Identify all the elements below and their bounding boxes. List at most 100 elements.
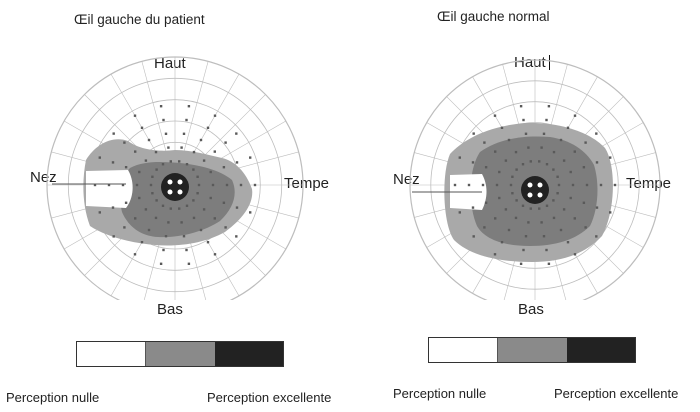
test-point xyxy=(192,199,195,202)
test-point xyxy=(192,150,196,154)
test-point xyxy=(206,241,210,244)
test-point xyxy=(111,161,115,164)
test-point xyxy=(182,235,186,238)
test-point xyxy=(584,141,587,144)
test-point xyxy=(582,201,586,204)
test-point xyxy=(253,183,257,187)
test-point xyxy=(507,228,511,232)
test-point xyxy=(180,221,183,224)
test-point xyxy=(483,226,486,229)
test-point xyxy=(573,150,576,153)
test-point xyxy=(235,206,239,209)
test-point xyxy=(180,146,183,149)
test-point xyxy=(98,211,101,214)
test-point xyxy=(149,183,153,187)
test-point xyxy=(557,183,561,187)
test-point xyxy=(123,226,126,229)
test-point xyxy=(134,150,137,153)
test-point xyxy=(522,118,525,122)
test-point xyxy=(569,170,572,174)
test-point xyxy=(124,166,128,169)
test-point xyxy=(552,150,556,154)
test-point xyxy=(222,201,226,204)
test-point xyxy=(209,196,212,200)
top-direction-label: Haut xyxy=(154,55,186,72)
temporal-direction-label: Tempe xyxy=(284,175,330,192)
text-cursor xyxy=(549,55,550,70)
test-point xyxy=(159,262,163,265)
test-point xyxy=(159,105,163,108)
perception-legend-bar xyxy=(428,337,636,363)
test-point xyxy=(609,156,612,159)
test-point xyxy=(547,262,551,265)
test-point xyxy=(169,207,172,210)
test-point xyxy=(138,196,141,200)
test-point xyxy=(185,163,189,166)
test-point xyxy=(222,166,226,169)
test-point xyxy=(147,228,151,232)
test-point xyxy=(599,183,603,187)
legend-low-label: Perception nulle xyxy=(393,386,487,401)
test-point xyxy=(573,114,577,117)
legend-low-label: Perception nulle xyxy=(6,390,100,405)
test-point xyxy=(213,150,216,153)
test-point xyxy=(540,221,543,224)
test-point xyxy=(595,206,599,209)
test-point xyxy=(556,192,559,195)
test-point xyxy=(498,170,501,174)
test-point xyxy=(545,163,549,166)
test-point xyxy=(519,262,523,265)
test-point xyxy=(595,161,599,164)
nasal-direction-label: Nez xyxy=(30,169,57,186)
test-point xyxy=(169,160,172,163)
fixation-dots xyxy=(527,182,543,198)
test-point xyxy=(494,217,497,220)
test-point xyxy=(197,183,201,187)
test-point xyxy=(135,183,139,187)
test-point xyxy=(225,183,229,187)
test-point xyxy=(538,160,541,163)
test-point xyxy=(249,156,252,159)
test-point xyxy=(178,160,181,163)
test-point xyxy=(140,126,144,129)
test-point xyxy=(471,161,475,164)
panel-title: Œil gauche du patient xyxy=(74,12,205,27)
test-point xyxy=(133,114,137,117)
test-point xyxy=(147,138,151,142)
normal-eye-panel: Œil gauche normal Haut Nez Tempe Bas Per… xyxy=(350,0,700,412)
test-point xyxy=(559,138,563,142)
test-point xyxy=(134,217,137,220)
test-point xyxy=(471,206,475,209)
test-point xyxy=(609,211,612,214)
test-point xyxy=(527,221,530,224)
test-point xyxy=(211,183,215,187)
test-point xyxy=(542,132,546,135)
test-point xyxy=(571,183,575,187)
test-point xyxy=(235,161,239,164)
test-point xyxy=(507,138,511,142)
test-point xyxy=(213,114,217,117)
test-point xyxy=(213,253,217,256)
test-point xyxy=(458,211,461,214)
panel-title: Œil gauche normal xyxy=(437,9,550,24)
test-point xyxy=(199,228,203,232)
test-point xyxy=(494,150,497,153)
test-point xyxy=(151,192,154,195)
test-point xyxy=(573,217,576,220)
test-point xyxy=(495,183,499,187)
test-point xyxy=(511,192,514,195)
test-point xyxy=(519,105,523,108)
test-point xyxy=(187,105,191,108)
test-point xyxy=(164,235,168,238)
test-point xyxy=(595,132,598,135)
test-point xyxy=(154,216,158,220)
test-point xyxy=(144,159,148,162)
test-point xyxy=(155,168,158,171)
test-point xyxy=(529,160,532,163)
test-point xyxy=(458,156,461,159)
test-point xyxy=(562,159,566,162)
test-point xyxy=(453,183,457,187)
test-point xyxy=(552,168,555,171)
test-point xyxy=(162,248,165,252)
test-point xyxy=(573,253,577,256)
